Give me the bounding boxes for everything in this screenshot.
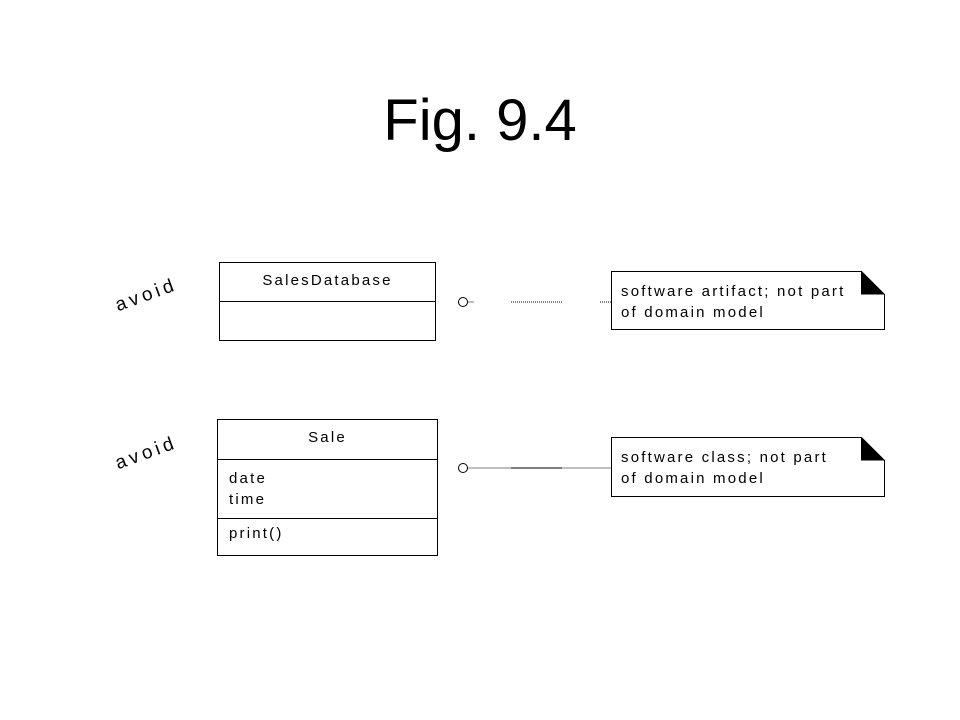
note-text: software artifact; not part of domain mo… bbox=[621, 281, 845, 323]
page-title: Fig. 9.4 bbox=[383, 88, 577, 153]
class-name-compartment: SalesDatabase bbox=[220, 263, 435, 302]
anchor-circle-1 bbox=[458, 297, 468, 307]
note-1-fold-icon bbox=[861, 271, 885, 295]
class-operations-compartment: print() bbox=[218, 519, 437, 555]
note-text: software class; not part of domain model bbox=[621, 447, 828, 489]
anchor-circle-2 bbox=[458, 463, 468, 473]
note-2-shape bbox=[611, 437, 885, 497]
class-name: SalesDatabase bbox=[262, 272, 393, 289]
class-attributes-compartment: date time bbox=[218, 460, 437, 519]
class-name: Sale bbox=[308, 429, 347, 446]
attribute-time: time bbox=[229, 491, 267, 508]
note-line-2: of domain model bbox=[621, 470, 765, 487]
note-line-2: of domain model bbox=[621, 304, 765, 321]
note-1-shape bbox=[611, 271, 885, 330]
note-line-1: software artifact; not part bbox=[621, 283, 846, 300]
attribute-date: date bbox=[229, 470, 267, 487]
note-software-class: software class; not part of domain model bbox=[611, 437, 885, 497]
note-2-fold-icon bbox=[861, 437, 885, 461]
class-name-compartment: Sale bbox=[218, 420, 437, 460]
operation-print: print() bbox=[229, 525, 284, 542]
note-software-artifact: software artifact; not part of domain mo… bbox=[611, 271, 885, 330]
class-sales-database: SalesDatabase bbox=[219, 262, 436, 341]
note-line-1: software class; not part bbox=[621, 449, 829, 466]
class-sale: Sale date time print() bbox=[217, 419, 438, 556]
